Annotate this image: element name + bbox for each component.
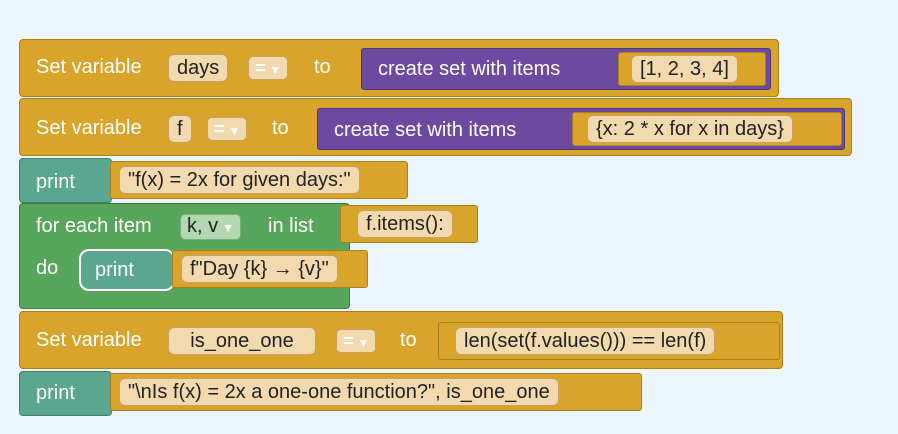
create-set-block[interactable]: create set with items {x: 2 * x for x in… (317, 108, 845, 150)
set-variable-label: Set variable (36, 329, 142, 351)
create-set-label: create set with items (378, 58, 561, 80)
for-each-label: for each item (36, 215, 152, 237)
create-set-label: create set with items (334, 119, 517, 141)
set-variable-label: Set variable (36, 56, 142, 78)
print-label: print (36, 171, 75, 193)
string-value-field[interactable]: "f(x) = 2x for given days:" (119, 166, 360, 194)
set-days-block[interactable]: Set variable days =▼ to create set with … (19, 39, 779, 97)
print-block-2[interactable]: print (19, 371, 112, 416)
expression-field[interactable]: len(set(f.values())) == len(f) (455, 327, 716, 355)
to-label: to (314, 56, 331, 78)
print-block[interactable]: print (19, 158, 112, 203)
print-label: print (95, 259, 134, 281)
set-f-block[interactable]: Set variable f =▼ to create set with ite… (19, 98, 852, 156)
set-items-block[interactable]: {x: 2 * x for x in days} (572, 112, 842, 146)
inner-print-string-block[interactable]: f"Day {k} → {v}" (172, 250, 368, 288)
set-items-block[interactable]: [1, 2, 3, 4] (618, 52, 766, 86)
variable-name-field[interactable]: f (168, 115, 192, 143)
do-label: do (36, 257, 59, 279)
operator-dropdown[interactable]: =▼ (248, 56, 289, 80)
chevron-down-icon: ▼ (269, 63, 282, 77)
print-label: print (36, 382, 75, 404)
operator-dropdown[interactable]: =▼ (207, 117, 248, 141)
set-variable-label: Set variable (36, 117, 142, 139)
set-is-one-one-block[interactable]: Set variable is_one_one =▼ to len(set(f.… (19, 311, 783, 369)
list-value-field[interactable]: [1, 2, 3, 4] (631, 55, 738, 83)
iterable-field[interactable]: f.items(): (357, 210, 453, 238)
variable-name-field[interactable]: days (168, 54, 229, 82)
to-label: to (272, 117, 289, 139)
dict-comprehension-field[interactable]: {x: 2 * x for x in days} (587, 115, 793, 143)
create-set-block[interactable]: create set with items [1, 2, 3, 4] (361, 48, 771, 90)
fstring-value-field[interactable]: f"Day {k} → {v}" (181, 255, 338, 283)
inner-print-block[interactable]: print (79, 249, 175, 291)
to-label: to (400, 329, 417, 351)
print-string-block-2[interactable]: "\nIs f(x) = 2x a one-one function?", is… (110, 373, 642, 411)
chevron-down-icon: ▼ (357, 336, 370, 350)
print-string-block[interactable]: "f(x) = 2x for given days:" (110, 161, 408, 199)
variable-name-field[interactable]: is_one_one (168, 327, 316, 355)
in-list-label: in list (268, 215, 314, 237)
chevron-down-icon: ▼ (222, 221, 235, 235)
string-value-field[interactable]: "\nIs f(x) = 2x a one-one function?", is… (119, 378, 559, 406)
expression-block[interactable]: len(set(f.values())) == len(f) (438, 322, 780, 360)
loop-variables-dropdown[interactable]: k, v▼ (180, 214, 242, 240)
chevron-down-icon: ▼ (228, 124, 241, 138)
iterable-block[interactable]: f.items(): (340, 205, 478, 243)
operator-dropdown[interactable]: =▼ (336, 329, 377, 353)
